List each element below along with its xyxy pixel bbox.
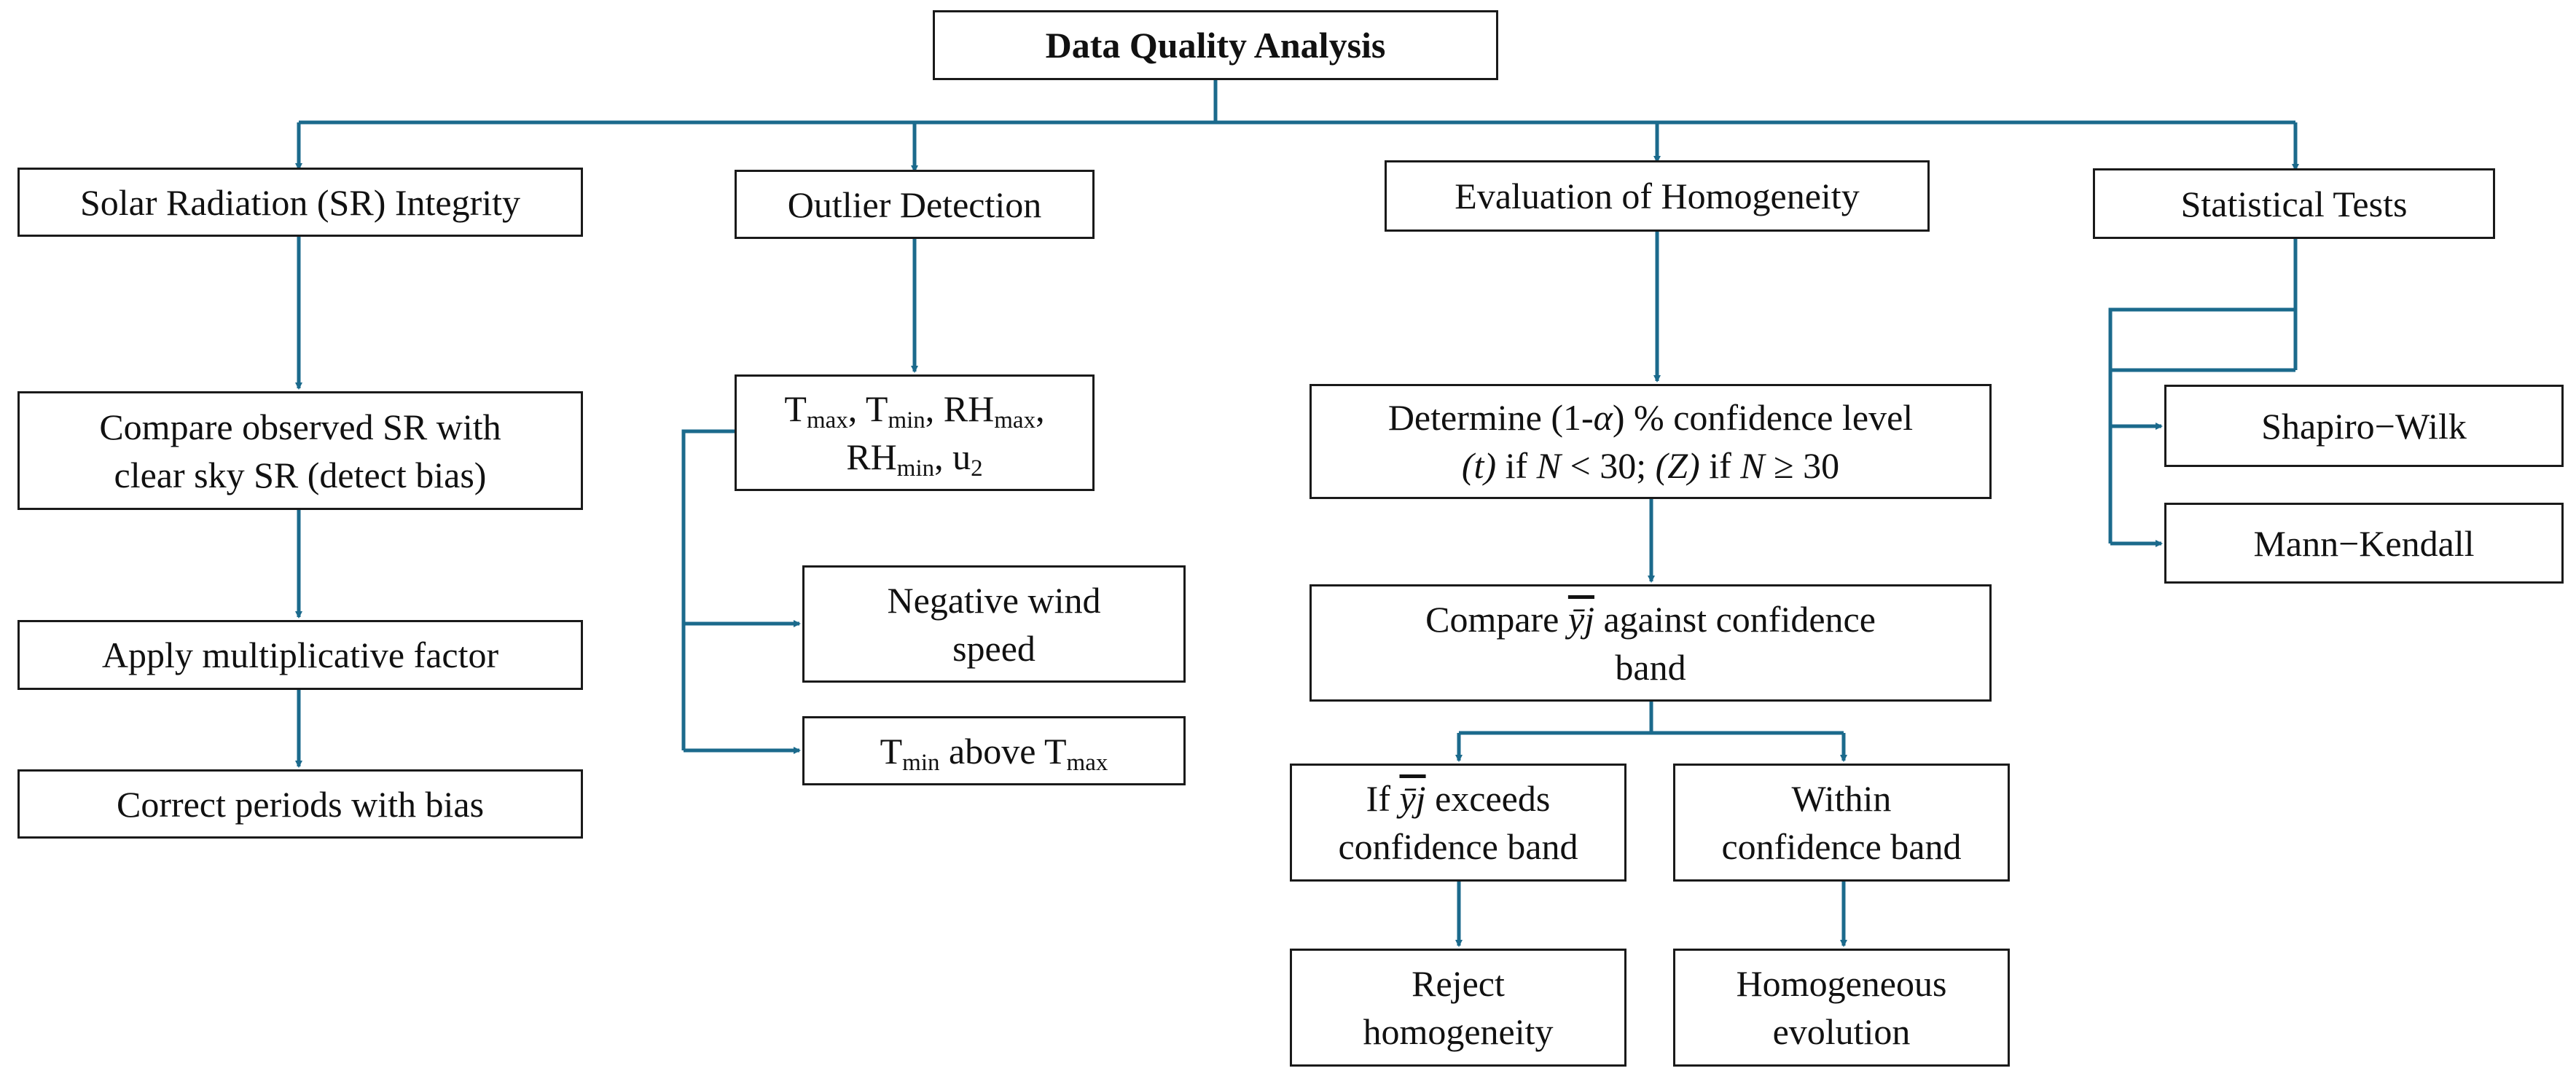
confidence-level-line2: (t) if N < 30; (Z) if N ≥ 30 (1461, 445, 1840, 486)
compare-ybar-line2: band (1615, 646, 1686, 688)
root-node: Data Quality Analysis (933, 10, 1498, 80)
outlier-variables-line1: Tmax, Tmin, RHmax, (784, 388, 1045, 434)
tmin-above-tmax-label: Tmin above Tmax (880, 730, 1108, 776)
root-label: Data Quality Analysis (1045, 25, 1386, 66)
reject-line2: homogeneity (1363, 1011, 1554, 1052)
homogeneous-line1: Homogeneous (1736, 963, 1947, 1004)
mann-kendall-node: Mann−Kendall (2164, 503, 2564, 584)
negative-wind-line1: Negative wind (887, 579, 1101, 621)
within-band-line2: confidence band (1721, 826, 1962, 867)
solar-apply-node: Apply multiplicative factor (17, 620, 583, 690)
confidence-level-line1: Determine (1-α) % confidence level (1387, 397, 1914, 438)
shapiro-wilk-node: Shapiro−Wilk (2164, 385, 2564, 467)
outlier-header-label: Outlier Detection (787, 184, 1042, 225)
negative-wind-node: Negative wind speed (802, 565, 1186, 683)
solar-compare-line1: Compare observed SR with (99, 406, 501, 447)
shapiro-wilk-label: Shapiro−Wilk (2261, 405, 2467, 447)
homogeneity-header-node: Evaluation of Homogeneity (1385, 160, 1930, 232)
compare-ybar-node: Compare ȳj against confidence band (1309, 584, 1992, 702)
tmin-above-tmax-node: Tmin above Tmax (802, 716, 1186, 785)
within-band-node: Within confidence band (1673, 764, 2010, 882)
reject-line1: Reject (1412, 963, 1505, 1004)
stats-header-label: Statistical Tests (2180, 183, 2408, 224)
homogeneous-line2: evolution (1772, 1011, 1911, 1052)
negative-wind-line2: speed (952, 627, 1036, 669)
solar-header-node: Solar Radiation (SR) Integrity (17, 168, 583, 237)
exceeds-band-line1: If ȳj exceeds (1366, 778, 1551, 819)
within-band-line1: Within (1791, 778, 1892, 819)
solar-apply-label: Apply multiplicative factor (101, 635, 499, 675)
homogeneity-header-label: Evaluation of Homogeneity (1455, 176, 1860, 216)
outlier-variables-line2: RHmin, u2 (846, 436, 983, 482)
stats-header-node: Statistical Tests (2093, 168, 2495, 239)
compare-ybar-line1: Compare ȳj against confidence (1425, 598, 1876, 640)
mann-kendall-label: Mann−Kendall (2253, 522, 2475, 564)
outlier-header-node: Outlier Detection (735, 170, 1095, 239)
solar-compare-node: Compare observed SR with clear sky SR (d… (17, 391, 583, 510)
confidence-level-node: Determine (1-α) % confidence level (t) i… (1309, 384, 1992, 499)
solar-compare-line2: clear sky SR (detect bias) (114, 454, 487, 495)
solar-correct-label: Correct periods with bias (116, 783, 485, 825)
outlier-variables-node: Tmax, Tmin, RHmax, RHmin, u2 (735, 374, 1095, 491)
solar-header-label: Solar Radiation (SR) Integrity (79, 181, 521, 223)
reject-homogeneity-node: Reject homogeneity (1290, 949, 1626, 1067)
connector-vars-bracket (681, 429, 735, 750)
homogeneous-evolution-node: Homogeneous evolution (1673, 949, 2010, 1067)
connector-stats-branch (2108, 307, 2295, 544)
solar-correct-node: Correct periods with bias (17, 769, 583, 839)
exceeds-band-line2: confidence band (1338, 826, 1578, 867)
exceeds-band-node: If ȳj exceeds confidence band (1290, 764, 1626, 882)
